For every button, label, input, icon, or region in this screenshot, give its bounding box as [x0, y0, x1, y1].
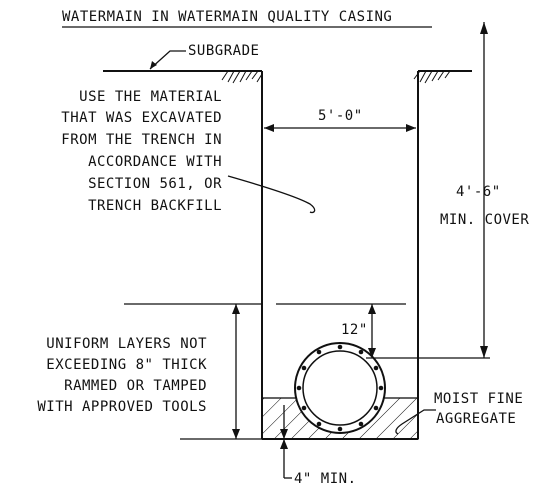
trench-width-dimension: 5'-0" [318, 108, 363, 124]
drawing-title: WATERMAIN IN WATERMAIN QUALITY CASING [62, 9, 392, 25]
backfill-note: USE THE MATERIAL THAT WAS EXCAVATED FROM… [61, 89, 222, 214]
svg-text:SECTION 561, OR: SECTION 561, OR [88, 176, 222, 192]
subgrade-leader [149, 50, 186, 70]
svg-text:UNIFORM LAYERS NOT: UNIFORM LAYERS NOT [46, 336, 207, 352]
svg-text:RAMMED OR TAMPED: RAMMED OR TAMPED [64, 378, 207, 394]
casing-pipe-inner [302, 350, 378, 426]
svg-text:WITH APPROVED TOOLS: WITH APPROVED TOOLS [37, 399, 207, 415]
casing-pipe-outer [294, 342, 386, 434]
svg-text:EXCEEDING 8" THICK: EXCEEDING 8" THICK [46, 357, 207, 373]
svg-text:FROM THE TRENCH IN: FROM THE TRENCH IN [61, 132, 222, 148]
earth-hatch-right [413, 70, 451, 84]
clearance-dimension: 12" [341, 322, 368, 338]
svg-text:ACCORDANCE WITH: ACCORDANCE WITH [88, 154, 222, 170]
bedding-note: MOIST FINE AGGREGATE [434, 391, 523, 427]
backfill-leader [227, 175, 316, 214]
svg-text:TRENCH BACKFILL: TRENCH BACKFILL [88, 198, 222, 214]
svg-text:AGGREGATE: AGGREGATE [436, 411, 516, 427]
min-cover-text: MIN. COVER [440, 212, 529, 228]
bedding-depth-dimension: 4" MIN. [294, 471, 357, 487]
subgrade-label: SUBGRADE [188, 43, 259, 59]
casing-spacer-dots [296, 344, 384, 432]
bedding-leader [395, 409, 436, 435]
min-cover-value: 4'-6" [456, 184, 501, 200]
layers-note: UNIFORM LAYERS NOT EXCEEDING 8" THICK RA… [37, 336, 207, 415]
svg-text:THAT WAS EXCAVATED: THAT WAS EXCAVATED [61, 110, 222, 126]
svg-text:MOIST FINE: MOIST FINE [434, 391, 523, 407]
earth-hatch-left [221, 70, 263, 84]
svg-text:USE THE MATERIAL: USE THE MATERIAL [79, 89, 222, 105]
